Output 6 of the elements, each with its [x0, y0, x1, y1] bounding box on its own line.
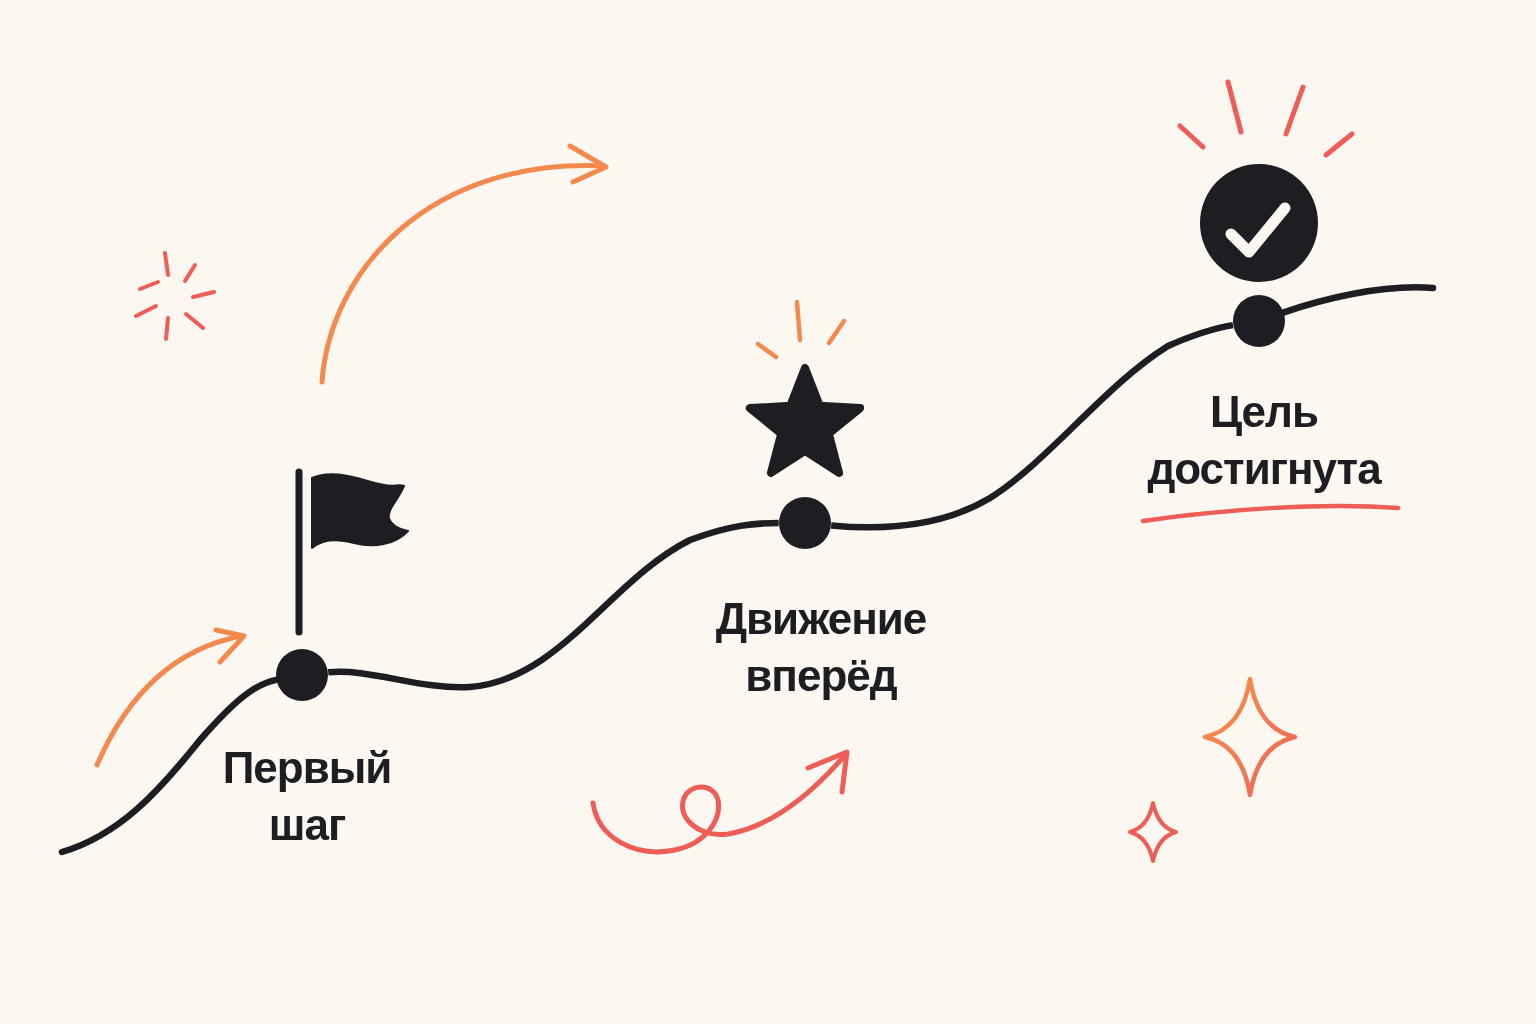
road-line [328, 519, 779, 691]
milestone-label: Первый шаг [222, 742, 392, 851]
road-line [830, 321, 1234, 531]
road-line [1280, 284, 1437, 316]
milestone-label: Движение вперёд [715, 593, 927, 702]
milestone-label: Цель достигнута [1147, 386, 1381, 495]
